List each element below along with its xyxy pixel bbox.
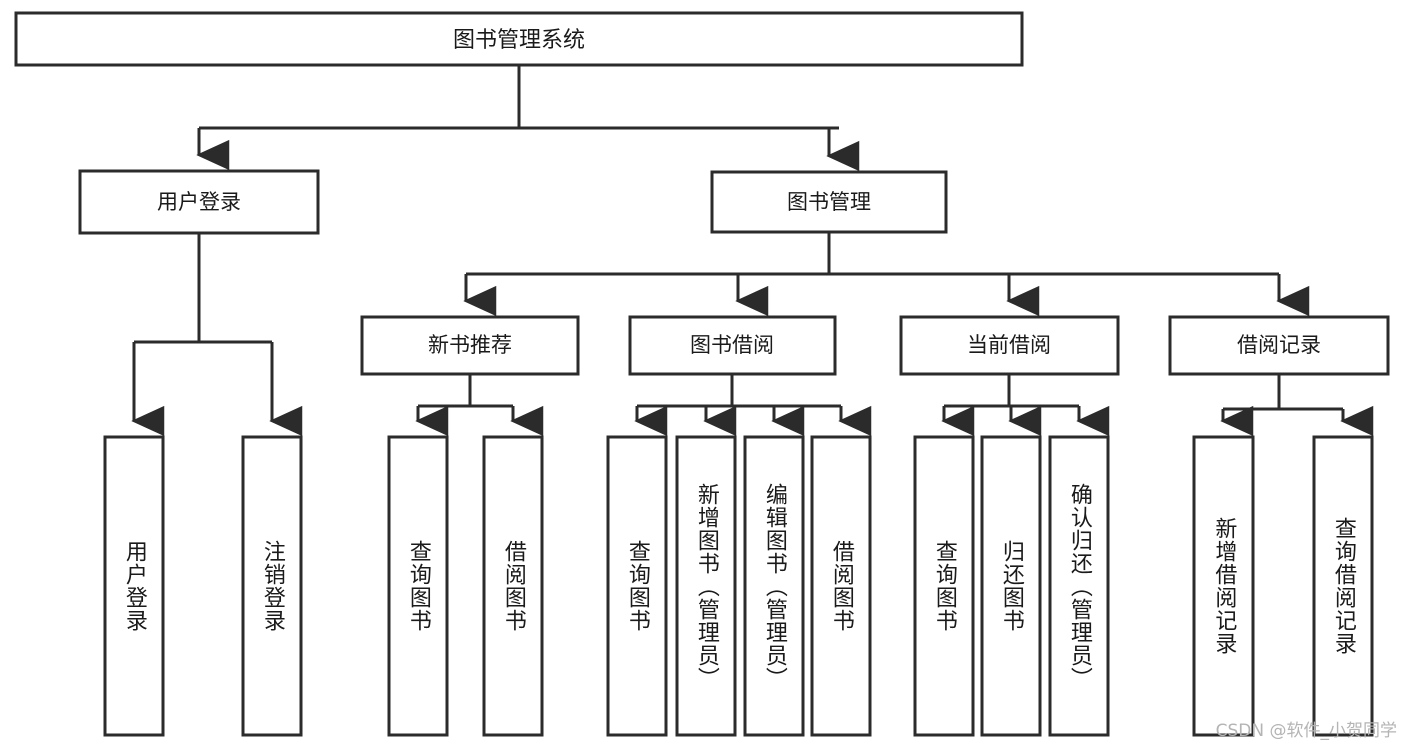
- connector-group-borrow: [634, 374, 872, 437]
- node-user-login-rect[interactable]: [78, 169, 320, 235]
- node-book-manage[interactable]: 图书管理: [710, 170, 948, 234]
- node-borrow-rect[interactable]: [628, 315, 837, 376]
- node-borrow-record-rect[interactable]: [1168, 315, 1390, 376]
- leaf-query-book-new-rect[interactable]: [387, 435, 449, 737]
- leaf-query-record-rect[interactable]: [1312, 435, 1374, 737]
- leaf-return-book-rect[interactable]: [980, 435, 1042, 737]
- connector-group-root: [196, 65, 860, 172]
- node-book-manage-label: 图书管理: [787, 190, 871, 214]
- leaf-query-book-cur-rect[interactable]: [913, 435, 975, 737]
- node-root-rect[interactable]: [14, 11, 1024, 67]
- leaf-user-login-rect[interactable]: [103, 435, 165, 737]
- leaf-borrow-book-new-rect[interactable]: [482, 435, 544, 737]
- node-new-book-label: 新书推荐: [428, 333, 512, 357]
- node-borrow[interactable]: 图书借阅: [628, 315, 837, 376]
- node-root[interactable]: 图书管理系统: [14, 11, 1024, 67]
- connector-group-new-book: [415, 374, 544, 437]
- node-borrow-label: 图书借阅: [690, 333, 774, 357]
- connector-group-user-login: [131, 233, 303, 437]
- node-current-borrow-rect[interactable]: [899, 315, 1120, 376]
- leaf-confirm-return-rect[interactable]: [1048, 435, 1110, 737]
- leaf-borrow-book-rect[interactable]: [810, 435, 872, 737]
- leaf-query-book-rect[interactable]: [606, 435, 668, 737]
- connector-group-record: [1220, 374, 1374, 437]
- node-current-borrow[interactable]: 当前借阅: [899, 315, 1120, 376]
- leaf-edit-book-rect[interactable]: [743, 435, 805, 737]
- node-current-borrow-label: 当前借阅: [967, 333, 1051, 357]
- leaf-logout-rect[interactable]: [241, 435, 303, 737]
- node-root-label: 图书管理系统: [453, 28, 585, 53]
- node-user-login-label: 用户登录: [157, 190, 241, 214]
- watermark-text: CSDN @软件_小贺同学: [1215, 721, 1397, 741]
- leaf-box-group: [103, 435, 1374, 737]
- leaf-add-record-rect[interactable]: [1192, 435, 1255, 737]
- node-book-manage-rect[interactable]: [710, 170, 948, 234]
- node-new-book-rect[interactable]: [360, 315, 580, 376]
- node-borrow-record-label: 借阅记录: [1237, 333, 1321, 357]
- leaf-add-book-rect[interactable]: [675, 435, 737, 737]
- node-user-login[interactable]: 用户登录: [78, 169, 320, 235]
- connector-group-current: [941, 374, 1110, 437]
- node-borrow-record[interactable]: 借阅记录: [1168, 315, 1390, 376]
- connector-group-book-manage: [463, 232, 1310, 317]
- node-new-book[interactable]: 新书推荐: [360, 315, 580, 376]
